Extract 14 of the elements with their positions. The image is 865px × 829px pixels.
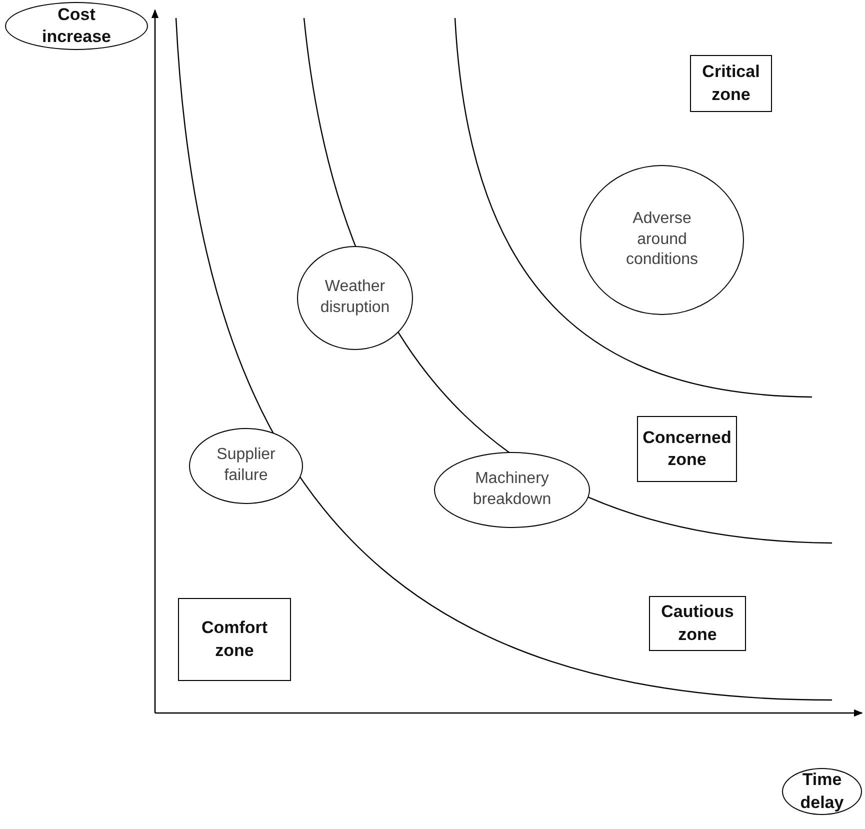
node-label: Concerned zone	[642, 426, 732, 471]
zone-label-box	[690, 55, 772, 112]
node-label: Cost increase	[41, 4, 112, 48]
node-label: Adverse around conditions	[624, 208, 700, 270]
node-label: Cautious zone	[660, 601, 735, 646]
zone-label-box	[637, 416, 737, 482]
node-label: Critical zone	[701, 61, 761, 106]
zone-label-box	[178, 598, 291, 681]
node-label: Machinery breakdown	[472, 469, 552, 510]
node-label: Weather disruption	[319, 277, 391, 318]
node-label: Supplier failure	[216, 445, 276, 486]
node-label: Comfort zone	[200, 617, 269, 662]
node-label: Time delay	[799, 769, 845, 814]
zone-label-box	[649, 596, 746, 651]
